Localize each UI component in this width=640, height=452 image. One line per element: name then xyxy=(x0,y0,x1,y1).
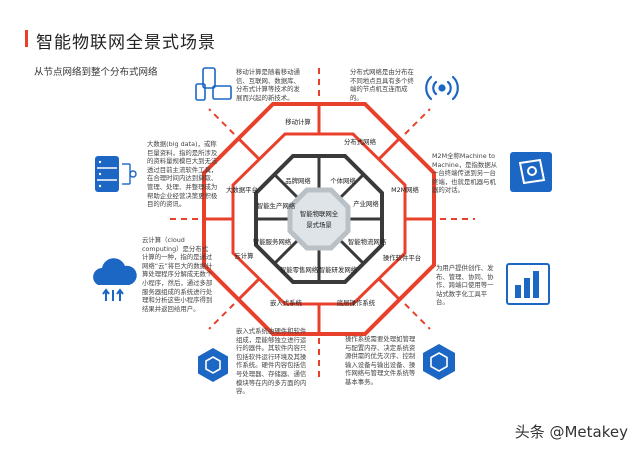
mobile-devices-icon xyxy=(195,67,232,101)
desc-embedded-system: 嵌入式系统由硬件和软件组成，是能够独立进行运行的器件。其软件内容只包括软件运行环… xyxy=(236,327,307,396)
center-label-line2: 景式场景 xyxy=(306,220,332,229)
outer-spokes xyxy=(204,104,434,334)
middle-label-industry: 产业网络 xyxy=(353,199,379,208)
outer-label-distributed: 分布式网络 xyxy=(344,137,377,146)
desc-m2m-network: M2M全称Machine to Machine，是指数据从一台终端传送到另一台终… xyxy=(432,152,498,195)
outer-label-bigdata: 大数据平台 xyxy=(226,185,258,194)
outer-ring-inner-edge xyxy=(231,132,407,306)
outer-label-cloud: 云计算 xyxy=(234,251,254,260)
middle-label-brand: 品牌网络 xyxy=(285,176,311,185)
page-subtitle: 从节点网络到整个分布式网络 xyxy=(34,67,158,78)
wireless-signal-icon xyxy=(425,75,459,101)
desc-operating-system: 操作系统需要处理如管理与配置内存、决定系统资源供需的优先次序、控制输入设备与输出… xyxy=(345,335,416,386)
desc-mobile-computing: 移动计算是随着移动通信、互联网、数据库、分布式计算等技术的发展而兴起的新技术。 xyxy=(236,68,300,102)
watermark: 头条 @Metakey xyxy=(514,423,628,441)
desc-big-data: 大数据(big data)，或称巨量资料，指的是所涉及的资料量规模巨大到无法透过… xyxy=(147,140,218,209)
cloud-upload-icon xyxy=(93,258,137,301)
desc-cloud-computing: 云计算（cloud computing）是分布式计算的一种，指的是通过网络“云”… xyxy=(142,236,213,313)
outer-label-embedded: 嵌入式系统 xyxy=(270,298,303,307)
desc-software-platform: 为用户提供创作、发布、管理、协同、协作、跨端口使用等一站式数字化工具平台。 xyxy=(436,264,494,307)
outer-label-m2m: M2M网络 xyxy=(391,185,419,194)
center-octagon xyxy=(287,187,351,251)
title-accent-bar xyxy=(25,30,28,47)
database-icon xyxy=(95,156,137,192)
desc-distributed-network: 分布式网络是由分布在不同地点且具有多个终端的节点机互连而成的。 xyxy=(350,68,414,102)
middle-label-service: 智能服务网络 xyxy=(253,237,292,246)
machine-box-icon xyxy=(510,152,552,192)
middle-label-production: 智能生产网络 xyxy=(257,201,296,210)
outer-label-mobile: 移动计算 xyxy=(285,117,311,126)
middle-label-retail: 智能零售网络 xyxy=(280,265,319,274)
middle-spokes xyxy=(256,156,382,282)
outer-label-os: 底层操作系统 xyxy=(337,298,376,307)
middle-label-individual: 个体网络 xyxy=(330,176,356,185)
cube-embedded-icon xyxy=(198,348,228,382)
center-label-line1: 智能物联网全 xyxy=(300,209,339,218)
middle-label-logistics: 智能物流网络 xyxy=(348,237,387,246)
analytics-chart-icon xyxy=(506,263,550,305)
outer-label-platform: 操作软件平台 xyxy=(383,253,421,262)
page-title: 智能物联网全景式场景 xyxy=(36,33,216,53)
middle-label-rnd: 智能研发网络 xyxy=(319,265,358,274)
cube-os-icon xyxy=(423,344,455,380)
radial-guides xyxy=(165,68,475,378)
